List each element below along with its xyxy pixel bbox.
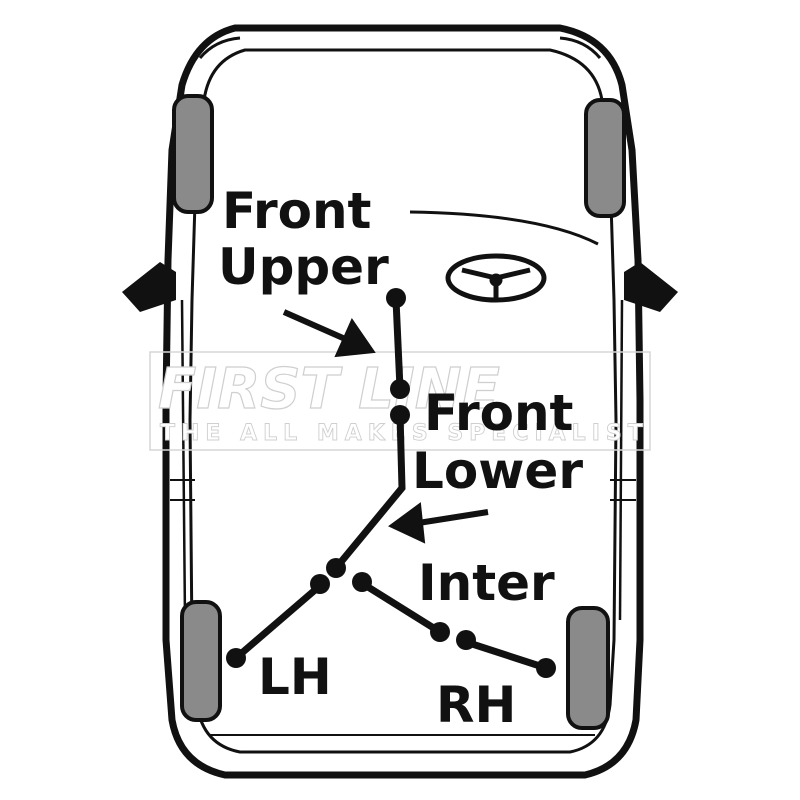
joint-front-lower-top (390, 405, 410, 425)
left-door-line (170, 479, 195, 501)
joint-inter (352, 572, 372, 592)
pointer-arrows (282, 309, 489, 544)
watermark-title: FIRST LINE (158, 357, 500, 422)
steering-wheel-icon (445, 253, 547, 303)
label-front-upper-line2: Upper (218, 238, 389, 296)
joint-front-upper-bottom (390, 379, 410, 399)
car-body-outer (162, 24, 644, 779)
cables (232, 296, 550, 672)
label-inter: Inter (418, 554, 555, 612)
label-front-upper-line1: Front (222, 182, 371, 240)
mirrors (122, 262, 678, 312)
cable-lh (232, 580, 326, 662)
cable-front-lower (332, 410, 406, 572)
joint-lh-top (310, 574, 330, 594)
pointer-arrow-icon (282, 309, 376, 358)
front-leader-line (409, 210, 599, 246)
left-mirror (122, 262, 176, 312)
right-door-line (610, 479, 636, 501)
joint-rh-mid-a (430, 622, 450, 642)
right-sill (618, 299, 624, 621)
wheel-front-left (172, 94, 214, 214)
cable-joints (226, 288, 556, 678)
cable-rh-outer (462, 638, 550, 672)
wheels (172, 94, 626, 730)
right-mirror (624, 262, 678, 312)
joint-lh-end (226, 648, 246, 668)
label-front-lower-line2: Lower (412, 442, 583, 500)
label-lh: LH (258, 648, 332, 706)
joint-rh-end (536, 658, 556, 678)
label-rh: RH (436, 676, 516, 734)
wheel-rear-right (566, 606, 610, 730)
labels: Front Upper Front Lower Inter LH RH (218, 182, 583, 734)
cable-front-upper (392, 296, 404, 392)
joint-rh-mid-b (456, 630, 476, 650)
left-sill (180, 299, 187, 621)
front-right-corner (559, 36, 602, 59)
wheel-rear-left (180, 600, 222, 722)
joint-front-upper-top (386, 288, 406, 308)
label-front-lower-line1: Front (424, 384, 573, 442)
wheel-front-right (584, 98, 626, 218)
front-left-corner (198, 36, 241, 59)
pointer-arrow-icon (388, 502, 489, 544)
cable-rh-inner (356, 578, 444, 636)
joint-front-lower-bottom (326, 558, 346, 578)
